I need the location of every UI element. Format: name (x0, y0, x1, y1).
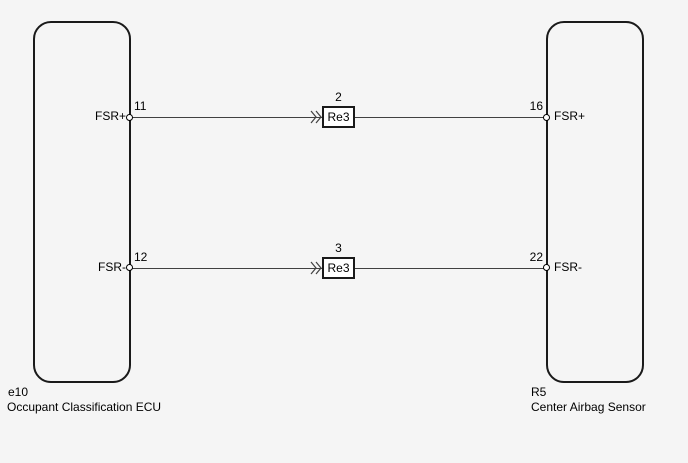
pin-number-11: 11 (134, 99, 147, 113)
left-component-code: e10 (8, 385, 29, 399)
right-component-code: R5 (531, 385, 547, 399)
double-chevron-icon (310, 261, 322, 275)
pin-number-22: 22 (529, 250, 543, 264)
right-component-name: Center Airbag Sensor (531, 400, 646, 414)
pin-label-fsr-minus-left: FSR- (98, 260, 126, 274)
wire-fsr-minus-right-segment (355, 268, 548, 269)
splice-re3-box-1: Re3 (322, 106, 355, 128)
pin-number-12: 12 (134, 250, 148, 264)
pin-label-fsr-minus-right: FSR- (554, 260, 582, 274)
left-component-box (33, 21, 131, 383)
wire-fsr-plus-right-segment (355, 117, 548, 118)
double-chevron-icon (310, 110, 322, 124)
wire-fsr-minus-left-segment (130, 268, 323, 269)
pin-12-terminal (126, 264, 133, 271)
wire-fsr-plus-left-segment (130, 117, 323, 118)
splice-pin-number: 3 (335, 241, 342, 255)
splice-pin-number: 2 (335, 90, 342, 104)
pin-label-fsr-plus-right: FSR+ (554, 109, 586, 123)
splice-re3-box-2: Re3 (322, 257, 355, 279)
right-component-box (546, 21, 644, 383)
pin-label-fsr-plus-left: FSR+ (94, 109, 126, 123)
pin-16-terminal (543, 114, 550, 121)
pin-22-terminal (543, 264, 550, 271)
left-component-name: Occupant Classification ECU (7, 400, 162, 414)
pin-11-terminal (126, 114, 133, 121)
pin-number-16: 16 (529, 99, 543, 113)
